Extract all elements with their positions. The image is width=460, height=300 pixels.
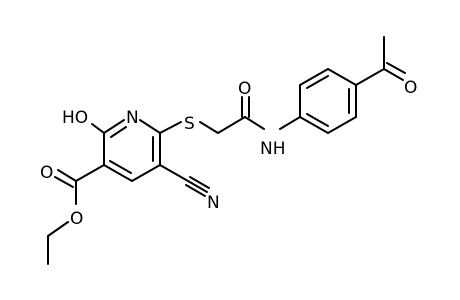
bond-nitrile-c — [185, 184, 206, 197]
nitrile-nitrogen-label: N — [207, 193, 220, 213]
bond-benz-3-4 — [327, 68, 357, 86]
bond-ketone-a — [383, 68, 404, 81]
bond-ch2-carbonyl — [217, 116, 246, 134]
bond-c2-n-inner — [110, 126, 127, 138]
amide-nitrogen-label: NH — [260, 139, 286, 159]
bond-nitrile-a — [187, 180, 208, 193]
bond-benz-6-1-inner — [306, 113, 329, 127]
hydroxy-label: HO — [62, 108, 88, 128]
bonds — [47, 36, 406, 265]
ketone-oxygen-label: O — [404, 78, 417, 98]
ester-carbonyl-oxygen-label: O — [40, 163, 53, 183]
bond-c3-ester — [75, 164, 105, 182]
ring-nitrogen-label: N — [126, 108, 139, 128]
bond-c4-c3-inner — [109, 160, 132, 174]
bond-c4-c3 — [103, 164, 133, 182]
ester-ether-oxygen-label: O — [70, 209, 83, 229]
bond-c6-s — [159, 121, 182, 134]
bond-c5-c4 — [131, 164, 161, 182]
bond-carbonyl-nh — [244, 116, 265, 130]
sulfur-label: S — [184, 114, 195, 134]
amide-oxygen-label: O — [238, 79, 251, 99]
atom-labels: N HO S NH O O N O O — [40, 78, 417, 229]
bond-benz-5-6 — [327, 116, 357, 134]
bond-n-c6 — [139, 119, 161, 134]
bond-o-ethyl — [47, 221, 69, 237]
bond-benz-6-1 — [299, 116, 329, 134]
bond-benz-2-3-inner — [306, 75, 329, 89]
bond-ketone-b — [386, 62, 406, 74]
bond-ester-co-a — [57, 169, 77, 182]
bond-ester-co-b — [54, 176, 74, 188]
bond-nitrile-b — [189, 176, 210, 189]
bond-c2-n — [103, 119, 125, 134]
bond-c2-oh — [91, 123, 105, 134]
bond-c5-cn — [159, 164, 189, 182]
bond-benz-2-3 — [299, 68, 329, 86]
bond-s-ch2 — [199, 121, 219, 134]
bond-nh-aryl — [279, 116, 301, 130]
bond-aryl-acetyl — [355, 68, 385, 86]
